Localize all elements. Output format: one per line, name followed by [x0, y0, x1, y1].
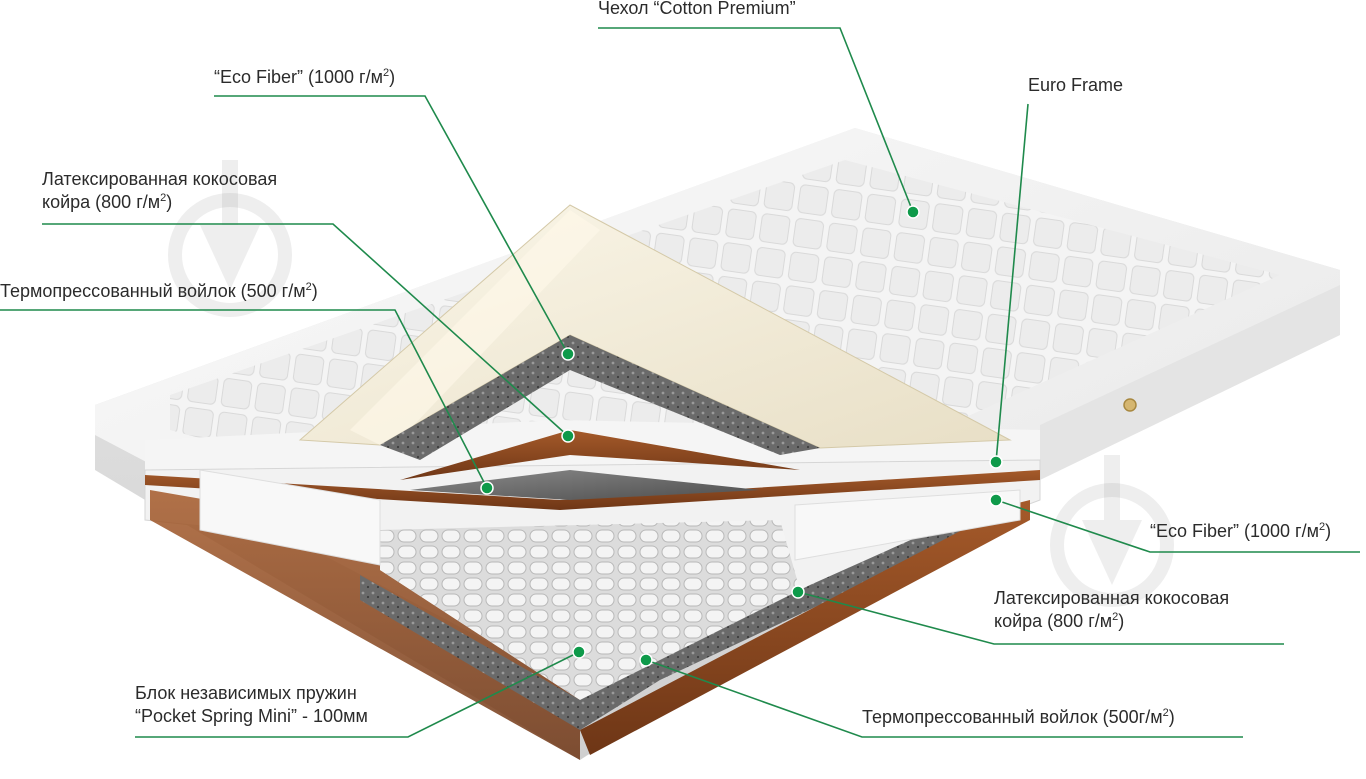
leader-cover-marker: [906, 205, 920, 219]
label-coco-side-end: ): [1118, 611, 1125, 631]
leader-coco-top-line: [42, 223, 569, 437]
leader-cover-line: [598, 27, 914, 213]
label-felt-bottom: Термопрессованный войлок (500г/м2): [862, 706, 1175, 729]
leader-lines: [0, 27, 1360, 738]
label-coco-top-line2: койра (800 г/м: [42, 192, 161, 212]
label-springs-line1: Блок независимых пружин: [135, 683, 357, 703]
leader-felt-top-marker: [480, 481, 494, 495]
leader-felt-top-line: [0, 309, 488, 489]
label-coco-side: Латексированная кокосовая койра (800 г/м…: [994, 587, 1229, 633]
label-euro-frame: Euro Frame: [1028, 74, 1123, 97]
label-felt-top-end: ): [311, 281, 318, 301]
label-felt-bottom-sup: 2: [1162, 707, 1169, 719]
leader-coco-side-marker: [791, 585, 805, 599]
leader-ecofiber-top-marker: [561, 347, 575, 361]
label-felt-bottom-end: ): [1168, 707, 1175, 727]
label-coco-side-line2: койра (800 г/м: [994, 611, 1113, 631]
leader-euro-frame-marker: [989, 455, 1003, 469]
label-ecofiber-top-text: “Eco Fiber” (1000 г/м: [214, 67, 383, 87]
label-felt-top-sup: 2: [305, 281, 312, 293]
label-ecofiber-side-sup: 2: [1319, 521, 1326, 533]
leader-springs-marker: [572, 645, 586, 659]
label-springs: Блок независимых пружин “Pocket Spring M…: [135, 682, 368, 728]
leader-coco-top-marker: [561, 429, 575, 443]
label-cover: Чехол “Cotton Premium”: [598, 0, 796, 20]
label-coco-top-sup: 2: [160, 192, 167, 204]
label-coco-top: Латексированная кокосовая койра (800 г/м…: [42, 168, 277, 214]
label-felt-top: Термопрессованный войлок (500 г/м2): [0, 280, 318, 303]
leader-coco-side-line: [797, 591, 1284, 645]
label-springs-line2: “Pocket Spring Mini” - 100мм: [135, 706, 368, 726]
leader-euro-frame-line: [995, 103, 1029, 463]
label-ecofiber-side-text: “Eco Fiber” (1000 г/м: [1150, 521, 1319, 541]
label-euro-frame-text: Euro Frame: [1028, 75, 1124, 95]
leader-springs-line: [135, 651, 580, 738]
leader-ecofiber-side-line: [995, 499, 1360, 553]
label-coco-top-end: ): [166, 192, 173, 212]
label-cover-text: Чехол “Cotton Premium”: [598, 0, 796, 18]
label-ecofiber-side-end: ): [1325, 521, 1332, 541]
leader-felt-bottom-line: [645, 659, 1243, 738]
label-coco-top-line1: Латексированная кокосовая: [42, 169, 278, 189]
label-felt-top-text: Термопрессованный войлок (500 г/м: [0, 281, 306, 301]
leader-markers: [480, 205, 1003, 667]
leader-felt-bottom-marker: [639, 653, 653, 667]
label-ecofiber-side: “Eco Fiber” (1000 г/м2): [1150, 520, 1331, 543]
watermark-arrow-icon: [200, 160, 1142, 585]
label-coco-side-sup: 2: [1112, 611, 1119, 623]
leader-ecofiber-top-line: [214, 95, 569, 355]
label-coco-side-line1: Латексированная кокосовая: [994, 588, 1230, 608]
label-ecofiber-top: “Eco Fiber” (1000 г/м2): [214, 66, 395, 89]
leader-ecofiber-side-marker: [989, 493, 1003, 507]
peeled-layers: [298, 204, 1012, 500]
label-ecofiber-top-end: ): [389, 67, 396, 87]
label-ecofiber-top-sup: 2: [383, 67, 390, 79]
cutaway-layers: [144, 420, 1041, 760]
label-felt-bottom-text: Термопрессованный войлок (500г/м: [862, 707, 1163, 727]
